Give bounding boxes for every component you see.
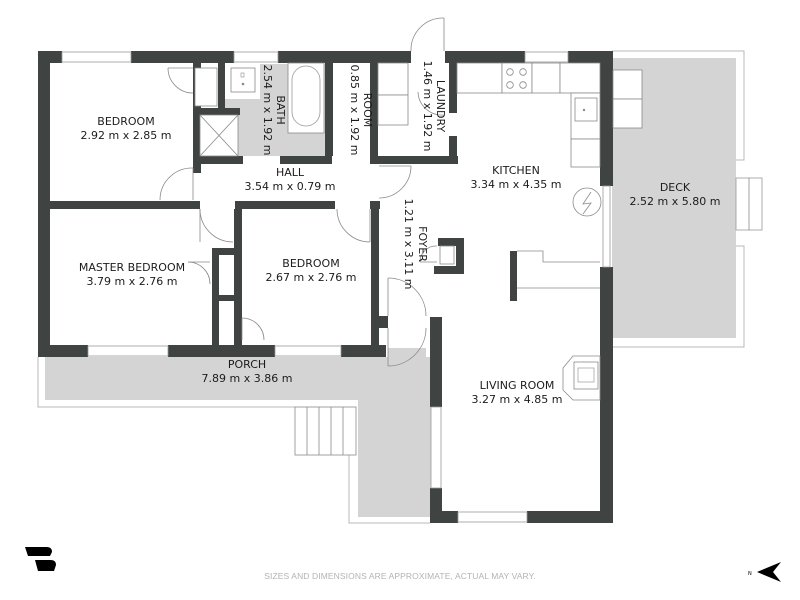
porch-floor (45, 357, 436, 517)
cooktop (501, 62, 533, 94)
fixtures (194, 62, 643, 401)
porch-stairs (294, 406, 357, 456)
room-dims-laundry: 1.46 m x 1.92 m (421, 61, 434, 152)
room-name-bedroom-2: BEDROOM (282, 257, 339, 270)
room-name-laundry: LAUNDRY (434, 80, 447, 133)
north-arrow-icon: N (748, 562, 781, 582)
north-label: N (748, 571, 752, 577)
brand-logo-icon (25, 547, 56, 571)
doors (159, 17, 445, 367)
walls (38, 51, 613, 523)
room-labels: BEDROOM 2.92 m x 2.85 m 2.54 m x 1.92 m … (79, 61, 721, 406)
room-dims-room: 0.85 m x 1.92 m (348, 65, 361, 156)
windows (61, 51, 611, 523)
room-name-kitchen: KITCHEN (492, 164, 540, 177)
room-dims-deck: 2.52 m x 5.80 m (630, 195, 721, 208)
electrical-panel-icon (572, 187, 602, 217)
disclaimer-text: SIZES AND DIMENSIONS ARE APPROXIMATE, AC… (264, 571, 536, 581)
room-dims-bedroom-1: 2.92 m x 2.85 m (81, 129, 172, 142)
room-name-deck: DECK (660, 181, 691, 194)
room-name-bath: BATH (274, 95, 287, 124)
room-dims-living-room: 3.27 m x 4.85 m (472, 393, 563, 406)
kitchen-sink (574, 97, 598, 122)
room-dims-master-bedroom: 3.79 m x 2.76 m (87, 275, 178, 288)
room-dims-kitchen: 3.34 m x 4.35 m (471, 178, 562, 191)
room-name-master-bedroom: MASTER BEDROOM (79, 261, 185, 274)
room-name-foyer: FOYER (416, 226, 429, 262)
room-name-bedroom-1: BEDROOM (97, 115, 154, 128)
bath-sink (230, 67, 256, 93)
room-dims-hall: 3.54 m x 0.79 m (245, 180, 336, 193)
room-name-living-room: LIVING ROOM (480, 379, 555, 392)
room-name-porch: PORCH (228, 358, 266, 371)
room-dims-bedroom-2: 2.67 m x 2.76 m (266, 271, 357, 284)
room-dims-porch: 7.89 m x 3.86 m (202, 372, 293, 385)
room-name-hall: HALL (276, 166, 305, 179)
room-dims-foyer: 1.21 m x 3.11 m (402, 199, 415, 290)
room-dims-bath: 2.54 m x 1.92 m (261, 65, 274, 156)
room-name-room: ROOM (361, 93, 374, 127)
